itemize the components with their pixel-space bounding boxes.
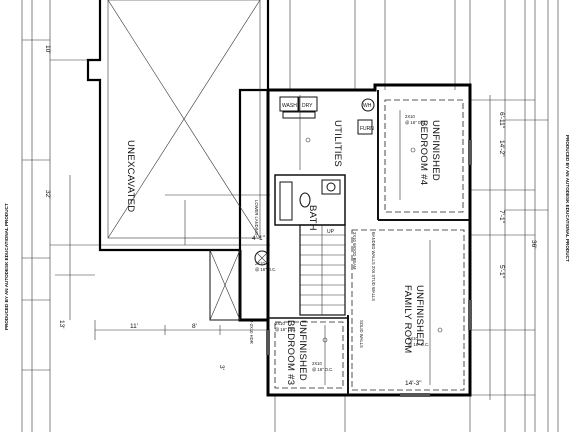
room-label-utilities: UTILITIES bbox=[332, 120, 343, 167]
room-label-bedroom3-line2: BEDROOM #3 bbox=[285, 320, 296, 385]
room-label-family-line1: UNFINISHED bbox=[414, 285, 425, 346]
joist-spec-bedroom4-size: 2X10 bbox=[405, 114, 415, 119]
joist-direction-arrows bbox=[299, 95, 443, 385]
dim-4-1: 4'-1" bbox=[252, 235, 266, 242]
dim-3: 3' bbox=[218, 365, 225, 370]
joist-spec-stair-size: 2X10 bbox=[255, 261, 265, 266]
label-up: UP bbox=[327, 229, 335, 235]
dim-6-11: 6'-11" bbox=[498, 112, 505, 129]
room-label-unexcavated: UNEXCAVATED bbox=[125, 140, 136, 212]
dim-32: 32' bbox=[44, 190, 51, 198]
house-walls bbox=[238, 83, 472, 397]
note-lower-landing: LOWER LANDING bbox=[254, 200, 259, 235]
label-dry: DRY bbox=[302, 103, 313, 109]
watermark-left: PRODUCED BY AN AUTODESK EDUCATIONAL PROD… bbox=[4, 203, 9, 330]
dim-36: 36' bbox=[530, 240, 537, 248]
watermark-right: PRODUCED BY AN AUTODESK EDUCATIONAL PROD… bbox=[565, 135, 570, 262]
dimension-lines-right bbox=[470, 95, 548, 400]
room-label-bedroom3-line1: UNFINISHED bbox=[297, 320, 308, 381]
note-solid-walls: SOLID WALLS bbox=[359, 320, 364, 348]
label-wash: WASH bbox=[282, 103, 297, 109]
utilities-fixtures bbox=[279, 96, 375, 135]
dim-14-3: 14'-3" bbox=[405, 380, 422, 387]
unexcavated-area bbox=[86, 0, 270, 252]
label-furn: FURN bbox=[360, 126, 374, 132]
dimension-lines-top bbox=[274, 0, 471, 432]
joist-spec-bedroom3-size: 2X10 bbox=[312, 361, 322, 366]
dim-7-1: 7'-1" bbox=[498, 210, 505, 224]
dim-5-1: 5'-1" bbox=[498, 265, 505, 279]
joist-spec-family-spacing: @ 16" O.C. bbox=[408, 342, 429, 347]
joist-spec-family-size: 2X10 bbox=[408, 336, 418, 341]
support-posts bbox=[209, 249, 270, 321]
joist-spec-hall-size: 2X10 bbox=[275, 321, 285, 326]
joist-spec-bedroom4-spacing: @ 16" O.C. bbox=[405, 120, 426, 125]
dim-10: 10' bbox=[44, 45, 51, 53]
room-label-bedroom4-line2: BEDROOM #4 bbox=[418, 120, 429, 185]
bath-fixtures bbox=[279, 179, 341, 221]
dim-13: 13' bbox=[58, 320, 65, 328]
dim-11: 11' bbox=[130, 323, 138, 330]
room-label-bath: BATH bbox=[307, 205, 318, 231]
note-header: 2-2X10 HDR bbox=[249, 320, 254, 344]
dim-8: 8' bbox=[192, 323, 197, 330]
label-wh: WH bbox=[363, 103, 372, 109]
room-label-bedroom4-line1: UNFINISHED bbox=[430, 120, 441, 181]
room-label-family-line2: FAMILY ROOM bbox=[402, 285, 413, 353]
dim-14-2: 14'-2" bbox=[498, 140, 505, 157]
note-banded-walls: BANDED WALLS 2X6 STUD WALLS bbox=[371, 232, 376, 301]
joist-spec-bedroom3-spacing: @ 16" O.C. bbox=[312, 367, 333, 372]
joist-spec-stair-spacing: @ 16" O.C. bbox=[255, 267, 276, 272]
joist-spec-hall-spacing: @ 16" O.C. bbox=[275, 327, 296, 332]
sheet-border-lines bbox=[21, 0, 559, 432]
note-wood-beam: 2X10 WOOD BEAM bbox=[352, 232, 357, 270]
